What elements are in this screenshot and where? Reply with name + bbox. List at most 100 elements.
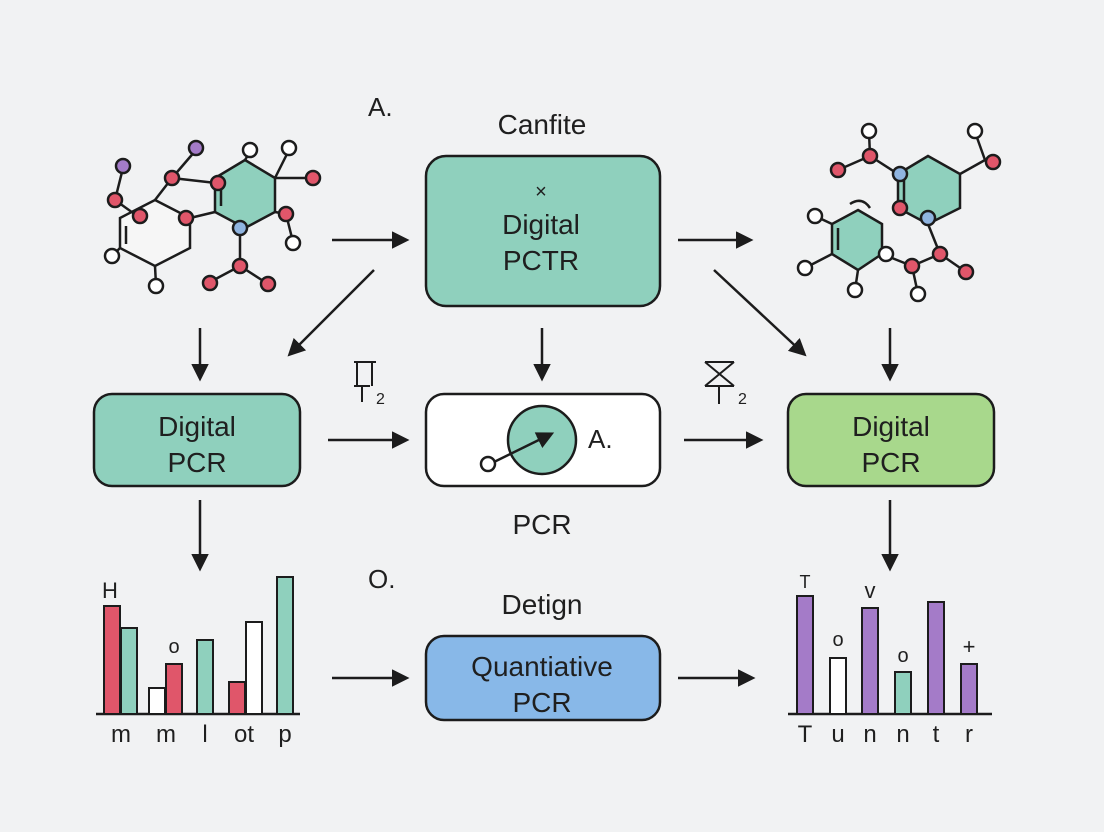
left-chart-top-label: H — [102, 578, 118, 603]
atom — [984, 153, 1002, 171]
atom — [231, 219, 249, 237]
right-chart-top-label: + — [963, 634, 976, 659]
bar — [228, 681, 246, 715]
needle-origin — [479, 455, 497, 473]
atom — [806, 207, 824, 225]
atom — [861, 147, 879, 165]
right-chart-circle-label: o — [897, 645, 908, 667]
bar — [165, 663, 183, 715]
box-left-line1: Digital — [158, 411, 236, 442]
right-chart-top-label: v — [865, 578, 876, 603]
bar — [894, 671, 912, 715]
right-bar-chart: T v + o o T u n n t r — [788, 572, 992, 748]
atom — [241, 141, 259, 159]
top-heading: Canfite — [498, 109, 587, 140]
box-digital-pctr-mark: × — [535, 181, 547, 203]
bar — [927, 601, 945, 715]
bar — [245, 621, 263, 715]
transition-symbol-right — [704, 361, 735, 404]
atom — [277, 205, 295, 223]
bar — [829, 657, 847, 715]
bar — [120, 627, 138, 715]
atom — [147, 277, 165, 295]
pcr-caption: PCR — [512, 509, 571, 540]
atom — [304, 169, 322, 187]
bar — [960, 663, 978, 715]
atom — [931, 245, 949, 263]
left-bar-chart: H o m m l ot p — [96, 576, 300, 748]
molecule-right-atoms — [796, 122, 1002, 303]
box-digital-pcr-right[interactable]: Digital PCR — [786, 392, 996, 488]
arrows — [191, 231, 899, 687]
right-chart-top-label: T — [800, 572, 811, 592]
atom — [284, 234, 302, 252]
atom — [909, 285, 927, 303]
atom — [187, 139, 205, 157]
arrow-top-box-to-left-box — [287, 269, 375, 357]
bar — [196, 639, 214, 715]
box-digital-pctr-line1: Digital — [502, 209, 580, 240]
box-quantitative-pcr[interactable]: Quantiative PCR — [424, 634, 662, 722]
atom — [114, 157, 132, 175]
right-chart-category: u — [831, 721, 844, 748]
left-chart-category: m — [156, 721, 176, 748]
atom — [919, 209, 937, 227]
left-chart-category: ot — [234, 721, 254, 748]
box-digital-pcr-left[interactable]: Digital PCR — [92, 392, 302, 488]
atom — [957, 263, 975, 281]
atom — [903, 257, 921, 275]
transition-symbol-left — [354, 361, 376, 402]
left-chart-category: p — [278, 721, 291, 748]
molecule-left-atoms — [103, 139, 322, 295]
right-chart-category: r — [965, 721, 973, 748]
box-digital-pctr-line2: PCTR — [503, 245, 579, 276]
atom — [846, 281, 864, 299]
left-chart-category: m — [111, 721, 131, 748]
atom — [966, 122, 984, 140]
box-right-line1: Digital — [852, 411, 930, 442]
atom — [177, 209, 195, 227]
box-right-line2: PCR — [861, 447, 920, 478]
transition-left-sub: 2 — [376, 391, 385, 408]
bar — [276, 576, 294, 715]
right-chart-category: t — [933, 721, 940, 748]
atom — [209, 174, 227, 192]
atom — [131, 207, 149, 225]
right-chart-category: n — [896, 721, 909, 748]
arrow-top-box-to-right-box — [713, 269, 807, 357]
atom — [829, 161, 847, 179]
box-left-line2: PCR — [167, 447, 226, 478]
atom — [891, 199, 909, 217]
bar — [861, 607, 879, 715]
atom — [280, 139, 298, 157]
atom — [891, 165, 909, 183]
bar — [148, 687, 166, 715]
atom — [106, 191, 124, 209]
left-chart-circle-label: o — [168, 636, 179, 658]
atom — [860, 122, 878, 140]
gauge-needle — [493, 432, 555, 464]
box-bottom-line1: Quantiative — [471, 651, 613, 682]
bar — [796, 595, 814, 715]
bottom-heading: Detign — [502, 589, 583, 620]
box-digital-pctr[interactable]: × Digital PCTR — [424, 154, 662, 308]
top-marker: A. — [368, 92, 393, 122]
instrument-box[interactable]: A. — [424, 392, 662, 488]
instrument-marker: A. — [588, 424, 613, 454]
right-chart-category: T — [798, 721, 813, 748]
atom — [796, 259, 814, 277]
atom — [231, 257, 249, 275]
gauge-circle — [506, 404, 578, 476]
transition-right-sub: 2 — [738, 391, 747, 408]
mid-marker: O. — [368, 564, 395, 594]
box-bottom-line2: PCR — [512, 687, 571, 718]
right-chart-circle-label: o — [832, 629, 843, 651]
atom — [201, 274, 219, 292]
left-chart-category: l — [202, 721, 207, 748]
right-chart-category: n — [863, 721, 876, 748]
atom — [259, 275, 277, 293]
bar — [103, 605, 121, 715]
atom — [103, 247, 121, 265]
atom — [163, 169, 181, 187]
